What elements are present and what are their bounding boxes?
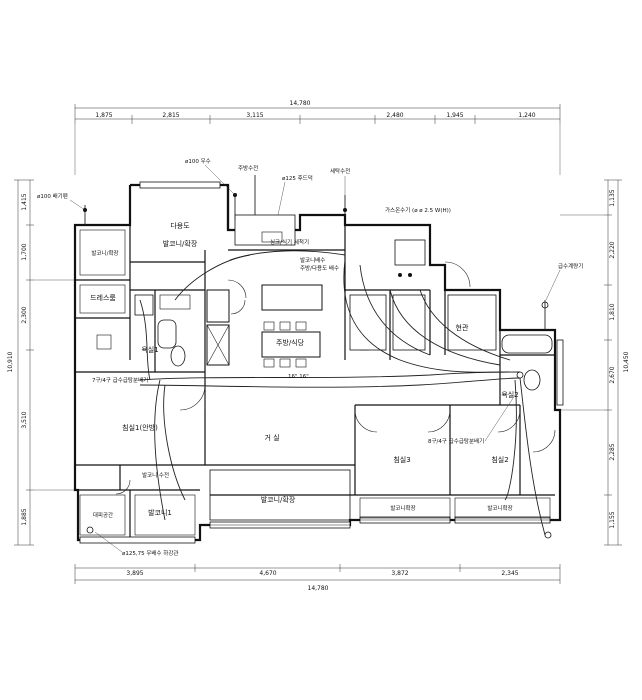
dim-left-seg-4: 3,510 bbox=[21, 411, 28, 428]
dim-bottom-seg-2: 4,670 bbox=[259, 570, 276, 577]
dining-furniture bbox=[206, 214, 323, 368]
dim-top-seg-2: 2,815 bbox=[162, 112, 179, 119]
dim-left-seg-5: 1,885 bbox=[21, 508, 28, 525]
dim-right-seg-4: 2,670 bbox=[609, 366, 616, 383]
note-washer-faucet: 세탁수전 bbox=[330, 167, 350, 175]
dim-right-seg-5: 2,285 bbox=[609, 443, 616, 460]
note-kitchen-faucet: 주방수전 bbox=[238, 164, 258, 172]
note-balcony-drain: 발코니배수 bbox=[300, 256, 325, 264]
pipe-fittings bbox=[83, 193, 552, 539]
note-distributor-right: 8구/4구 급수급탕분배기 bbox=[428, 437, 484, 445]
note-kitchen-marker: 16" 16" bbox=[288, 374, 309, 380]
room-bedroom2: 침실2 bbox=[491, 455, 508, 464]
dim-top-seg-4: 2,480 bbox=[386, 112, 403, 119]
room-ac-space: 대피공간 bbox=[93, 511, 113, 519]
dim-right-seg-2: 2,220 bbox=[609, 241, 616, 258]
dim-left-total: 10,910 bbox=[7, 351, 14, 372]
note-balcony-faucet: 발코니 수전 bbox=[142, 471, 169, 479]
dim-bottom-seg-1: 3,895 bbox=[126, 570, 143, 577]
note-gas-heater: 가스온수기 (ø ø 2.5 W(H)) bbox=[385, 206, 451, 214]
room-dress: 드레스룸 bbox=[90, 293, 116, 302]
dim-top-seg-1: 1,875 bbox=[95, 112, 112, 119]
room-bedroom3: 침실3 bbox=[393, 455, 410, 464]
note-heater-valve: 급수계량기 bbox=[558, 262, 583, 270]
dim-top-seg-3: 3,115 bbox=[246, 112, 263, 119]
room-balcony-bed2: 발코니확장 bbox=[487, 504, 512, 512]
piping-lines bbox=[84, 175, 546, 536]
room-balcony-bed3: 발코니확장 bbox=[390, 504, 415, 512]
note-dust125: ø125 후드덕 bbox=[282, 175, 313, 182]
dim-top-total: 14,780 bbox=[290, 100, 311, 107]
note-distributor-left: 7구/4구 급수급탕분배기 bbox=[92, 376, 148, 384]
room-utility: 다용도 bbox=[170, 221, 190, 230]
windows bbox=[79, 181, 564, 544]
note-vent100: ø100 배기팬 bbox=[37, 192, 68, 200]
dim-left-seg-1: 1,415 bbox=[21, 193, 28, 210]
dim-right-total: 10,450 bbox=[623, 351, 630, 372]
dim-top-seg-6: 1,240 bbox=[518, 112, 535, 119]
room-entrance: 현관 bbox=[456, 323, 469, 332]
dim-top-seg-5: 1,945 bbox=[446, 112, 463, 119]
shaft-boxes bbox=[349, 239, 497, 351]
dimension-lines bbox=[14, 104, 622, 584]
room-balcony1: 발코니1 bbox=[148, 508, 172, 517]
room-master-bedroom: 침실1(안방) bbox=[122, 423, 158, 432]
room-living: 거 실 bbox=[264, 433, 279, 442]
dim-right-seg-6: 1,155 bbox=[609, 511, 616, 528]
door-swings bbox=[115, 261, 556, 495]
interior-walls bbox=[75, 225, 555, 540]
dim-bottom-seg-3: 3,872 bbox=[391, 570, 408, 577]
dim-bottom-seg-4: 2,345 bbox=[501, 570, 518, 577]
note-drain100: ø100 우수 bbox=[185, 158, 211, 165]
room-living-balcony: 발코니/확장 bbox=[261, 495, 296, 504]
room-bath1-balcony: 발코니/확장 bbox=[91, 249, 118, 257]
balcony-frames bbox=[79, 229, 551, 536]
dim-right-seg-3: 1,810 bbox=[609, 303, 616, 320]
dim-bottom-total: 14,780 bbox=[308, 585, 329, 592]
room-bath2: 욕실2 bbox=[501, 390, 518, 399]
dim-left-seg-3: 2,300 bbox=[21, 306, 28, 323]
room-bath1: 욕실1 bbox=[141, 345, 158, 354]
dim-right-seg-1: 1,135 bbox=[609, 189, 616, 206]
note-kitchen-drain: 주방/다용도 배수 bbox=[300, 264, 339, 272]
dim-left-seg-2: 1,700 bbox=[21, 243, 28, 260]
note-sink: 싱크/식기 세척기 bbox=[270, 238, 309, 246]
room-kitchen-dining: 주방/식당 bbox=[276, 338, 305, 347]
note-bottom-drain: ø125,75 우배수 하강관 bbox=[122, 549, 178, 557]
room-kitchen-balcony: 발코니/확장 bbox=[163, 239, 198, 248]
